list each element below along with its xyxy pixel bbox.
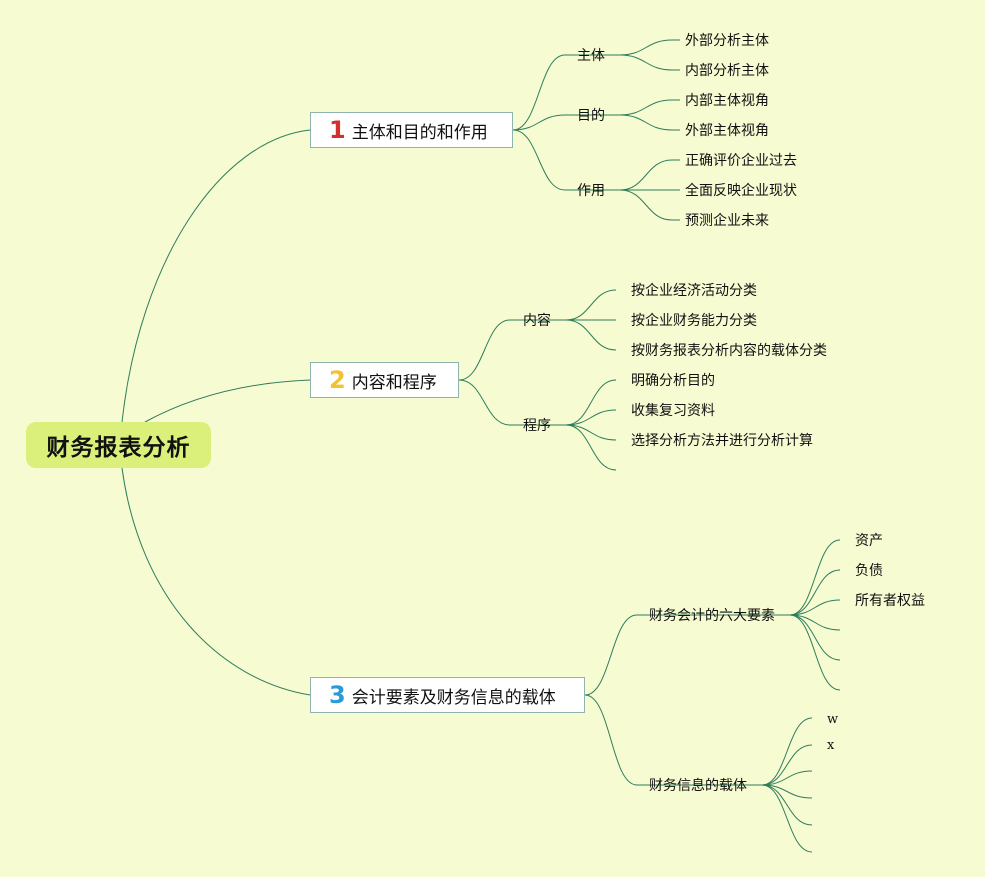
topic-purpose[interactable]: 目的 xyxy=(577,108,605,124)
connector-38 xyxy=(789,614,841,631)
leaf-assets[interactable]: 资产 xyxy=(855,533,883,549)
topic-content[interactable]: 内容 xyxy=(523,313,551,329)
connector-28 xyxy=(565,409,617,426)
branch-2-node[interactable]: 2 内容和程序 xyxy=(310,362,459,398)
leaf-liabilities[interactable]: 负债 xyxy=(855,563,883,579)
branch-3-node[interactable]: 3 会计要素及财务信息的载体 xyxy=(310,677,585,713)
leaf-internal-subject[interactable]: 内部分析主体 xyxy=(685,63,769,79)
topic-info-carrier[interactable]: 财务信息的载体 xyxy=(649,778,747,794)
connector-root-b2 xyxy=(144,379,311,423)
branch-1-node[interactable]: 1 主体和目的和作用 xyxy=(310,112,513,148)
leaf-economic-activity[interactable]: 按企业经济活动分类 xyxy=(631,283,757,299)
leaf-reflect-present[interactable]: 全面反映企业现状 xyxy=(685,183,797,199)
connector-20 xyxy=(458,319,511,381)
connector-18 xyxy=(619,189,673,221)
leaf-financial-capability[interactable]: 按企业财务能力分类 xyxy=(631,313,757,329)
leaf-w[interactable]: w xyxy=(827,712,839,727)
branch-1-label: 主体和目的和作用 xyxy=(351,122,488,143)
connector-14 xyxy=(619,159,673,191)
leaf-evaluate-past[interactable]: 正确评价企业过去 xyxy=(685,153,797,169)
connector-31 xyxy=(584,614,638,696)
root-node[interactable]: 财务报表分析 xyxy=(26,422,211,468)
connector-35 xyxy=(789,539,841,616)
number-3-icon: 3 xyxy=(329,681,346,709)
topic-procedure[interactable]: 程序 xyxy=(523,418,551,434)
number-2-icon: 2 xyxy=(329,366,346,394)
leaf-x[interactable]: x xyxy=(827,738,835,753)
leaf-external-subject[interactable]: 外部分析主体 xyxy=(685,33,769,49)
connector-root-b3 xyxy=(121,467,311,696)
connector-0 xyxy=(512,54,566,131)
topic-function[interactable]: 作用 xyxy=(577,183,605,199)
branch-2-label: 内容和程序 xyxy=(351,372,437,393)
connector-27 xyxy=(565,379,617,426)
connector-24 xyxy=(565,289,617,321)
topic-six-elements[interactable]: 财务会计的六大要素 xyxy=(649,608,775,624)
connector-36 xyxy=(789,569,841,616)
leaf-internal-view[interactable]: 内部主体视角 xyxy=(685,93,769,109)
connector-26 xyxy=(565,319,617,351)
leaf-predict-future[interactable]: 预测企业未来 xyxy=(685,213,769,229)
topic-subject[interactable]: 主体 xyxy=(577,48,605,64)
connector-32 xyxy=(584,694,638,786)
connector-46 xyxy=(761,784,813,853)
leaf-collect-materials[interactable]: 收集复习资料 xyxy=(631,403,715,419)
connector-45 xyxy=(761,784,813,826)
connector-39 xyxy=(789,614,841,661)
connector-43 xyxy=(761,770,813,786)
number-1-icon: 1 xyxy=(329,116,346,144)
connector-21 xyxy=(458,379,511,426)
connector-40 xyxy=(789,614,841,691)
connector-30 xyxy=(565,424,617,471)
connector-10 xyxy=(619,99,673,116)
connector-42 xyxy=(761,744,813,786)
connector-8 xyxy=(619,54,673,71)
connector-37 xyxy=(789,599,841,616)
branch-3-label: 会计要素及财务信息的载体 xyxy=(351,687,556,708)
connector-root-b1 xyxy=(121,129,311,423)
connector-2 xyxy=(512,129,566,191)
leaf-report-carrier[interactable]: 按财务报表分析内容的载体分类 xyxy=(631,343,827,359)
leaf-external-view[interactable]: 外部主体视角 xyxy=(685,123,769,139)
leaf-define-purpose[interactable]: 明确分析目的 xyxy=(631,373,715,389)
connector-6 xyxy=(619,39,673,56)
connector-41 xyxy=(761,717,813,786)
leaf-equity[interactable]: 所有者权益 xyxy=(855,593,925,609)
connector-12 xyxy=(619,114,673,131)
connector-29 xyxy=(565,424,617,441)
connector-1 xyxy=(512,114,566,131)
leaf-select-method[interactable]: 选择分析方法并进行分析计算 xyxy=(631,433,813,449)
